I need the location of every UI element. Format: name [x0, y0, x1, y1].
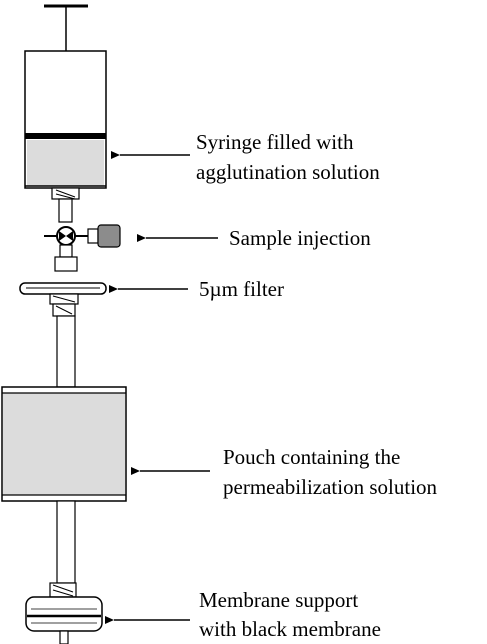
label-filter: 5µm filter [199, 277, 284, 301]
pouch [1, 386, 127, 502]
permeabilization-solution [3, 393, 125, 495]
agglutination-solution [27, 140, 104, 186]
label-pouch-line1: Pouch containing the [223, 445, 401, 469]
syringe-tip-connector [51, 187, 80, 223]
label-syringe-line2: agglutination solution [196, 160, 380, 184]
label-membrane-line1: Membrane support [199, 588, 359, 612]
membrane-support [25, 582, 103, 644]
label-syringe-line1: Syringe filled with [196, 130, 354, 154]
syringe-barrel [24, 50, 107, 189]
label-pouch-line2: permeabilization solution [223, 475, 438, 499]
label-membrane-line2: with black membrane [199, 617, 381, 641]
sample-port-cap [97, 224, 121, 248]
three-way-valve [44, 224, 121, 272]
label-sample-injection: Sample injection [229, 226, 371, 250]
upper-tube [56, 315, 76, 388]
lower-tube [56, 500, 76, 584]
filter-disc [19, 282, 107, 317]
